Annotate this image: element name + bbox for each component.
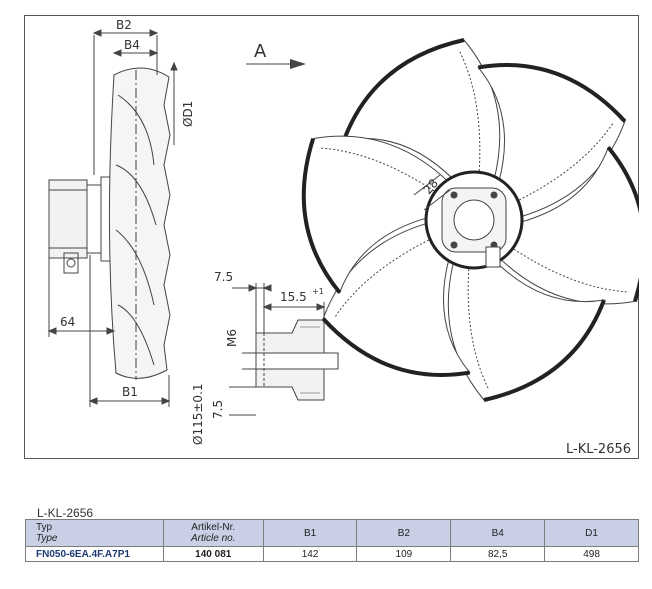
header-article-label: Artikel-Nr. (191, 522, 236, 533)
cell-d1: 498 (544, 546, 639, 562)
header-b1: B1 (262, 519, 358, 547)
table-row: FN050-6EA.4F.A7P1 140 081 142 109 82,5 4… (25, 546, 639, 562)
cell-b4: 82,5 (450, 546, 546, 562)
dim-b4-label: B4 (124, 38, 140, 52)
table-header-row: Typ Type Artikel-Nr. Article no. B1 B2 B… (25, 519, 639, 547)
dim-15-5-tolerance: +1 (312, 287, 324, 296)
cell-b1: 142 (262, 546, 358, 562)
dim-7-5-top-label: 7.5 (214, 270, 233, 284)
header-b4: B4 (450, 519, 546, 547)
header-type: Typ Type (25, 519, 164, 547)
view-a-arrow (246, 59, 306, 69)
cell-article: 140 081 (162, 546, 264, 562)
dim-d1-label: ØD1 (181, 101, 195, 127)
drawing-code: L-KL-2656 (566, 442, 631, 457)
header-article-sub: Article no. (191, 533, 236, 544)
dim-64-label: 64 (60, 315, 75, 329)
blade-profile (108, 67, 171, 379)
dim-7-5-side-label: 7.5 (211, 400, 225, 419)
view-a-label: A (254, 41, 267, 62)
dim-b2-label: B2 (116, 18, 132, 32)
technical-drawing: B2 B4 ØD1 B1 64 A (24, 15, 639, 459)
cell-type: FN050-6EA.4F.A7P1 (25, 546, 164, 562)
motor-body (48, 179, 88, 259)
cell-b2: 109 (356, 546, 452, 562)
table-caption: L-KL-2656 (37, 506, 94, 520)
impeller-blades (301, 38, 639, 402)
dim-m6-label: M6 (225, 329, 239, 347)
header-type-label: Typ (36, 522, 53, 533)
spec-table: Typ Type Artikel-Nr. Article no. B1 B2 B… (25, 519, 639, 562)
drawing-svg: B2 B4 ØD1 B1 64 A (24, 15, 639, 459)
header-b2: B2 (356, 519, 452, 547)
dim-115-label: Ø115±0.1 (191, 384, 205, 446)
header-article: Artikel-Nr. Article no. (162, 519, 264, 547)
header-type-sub: Type (36, 533, 58, 544)
impeller-front-view (301, 38, 639, 402)
mounting-detail (229, 283, 339, 416)
header-d1: D1 (544, 519, 639, 547)
dim-b1-label: B1 (122, 385, 138, 399)
fan-side-view (47, 29, 178, 407)
dim-15-5-label: 15.5 (280, 290, 307, 304)
